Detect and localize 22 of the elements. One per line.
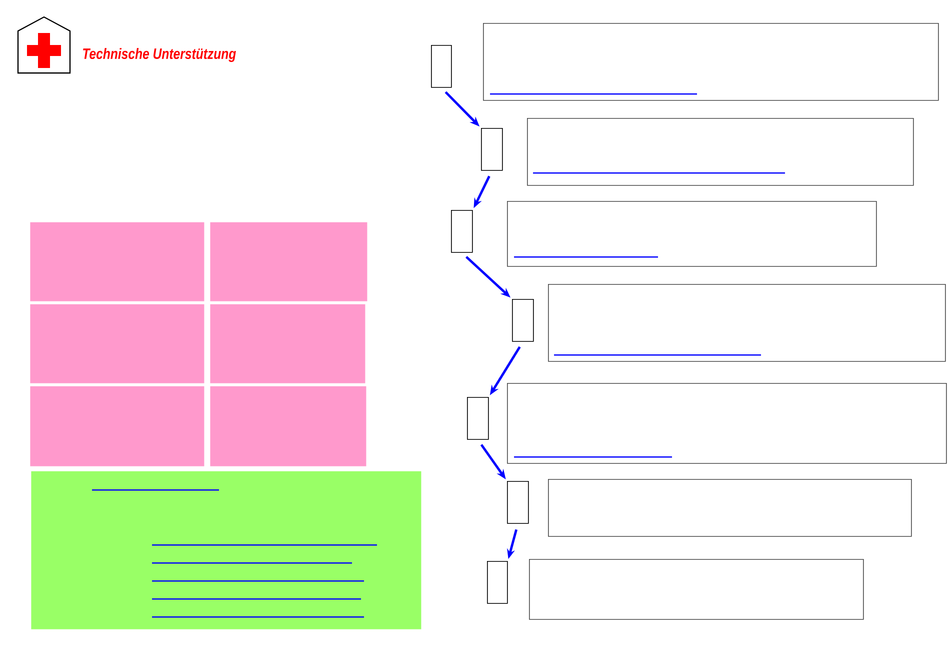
text-box [483, 23, 939, 101]
panel [210, 222, 368, 302]
step-box [507, 481, 529, 524]
step-box [451, 210, 473, 253]
text-box [529, 559, 864, 620]
panel [31, 471, 422, 630]
step-box [512, 299, 534, 342]
step-box [431, 45, 452, 88]
text-box [548, 284, 946, 362]
panel [30, 222, 204, 302]
title: Technische Unterstützung [83, 48, 236, 62]
text-box [507, 383, 947, 464]
step-box [481, 128, 503, 171]
step-box [467, 397, 489, 440]
text-box [527, 118, 914, 186]
step-box [487, 561, 508, 604]
panel [30, 304, 204, 384]
panel [210, 304, 366, 384]
text-box [548, 479, 912, 537]
text-box [507, 201, 877, 267]
panel [30, 386, 204, 466]
panel [210, 386, 366, 466]
